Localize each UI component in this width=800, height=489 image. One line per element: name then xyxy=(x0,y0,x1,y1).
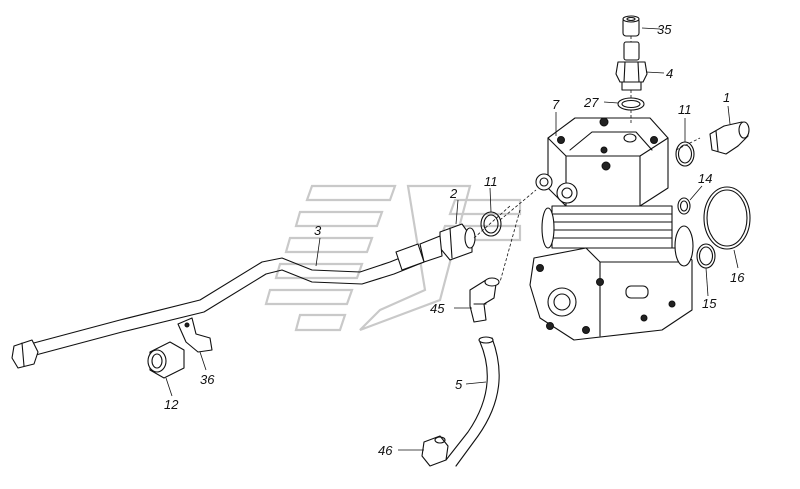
callout-11-middle: 11 xyxy=(484,174,498,189)
part-27-washer xyxy=(617,97,645,111)
part-35-cap xyxy=(622,15,640,37)
callout-12: 12 xyxy=(164,397,179,412)
callout-14: 14 xyxy=(698,171,712,186)
part-36-clamp xyxy=(177,317,213,353)
part-46-fitting xyxy=(421,435,449,467)
callout-7: 7 xyxy=(552,97,560,112)
part-16-gasket xyxy=(703,186,751,250)
callout-11-right: 11 xyxy=(678,102,692,117)
watermark-logo xyxy=(264,184,522,332)
callout-36: 36 xyxy=(200,372,215,387)
callout-35: 35 xyxy=(657,22,672,37)
callout-3: 3 xyxy=(314,223,322,238)
callout-15: 15 xyxy=(702,296,717,311)
callout-1: 1 xyxy=(723,90,730,105)
part-7-compressor xyxy=(529,117,694,341)
callout-4: 4 xyxy=(666,66,673,81)
callout-2: 2 xyxy=(449,186,458,201)
part-1-connector xyxy=(709,121,750,155)
part-5-hose xyxy=(445,336,500,467)
part-12-bushing xyxy=(147,341,185,379)
callout-46: 46 xyxy=(378,443,393,458)
part-15-ring xyxy=(696,243,716,269)
callout-45: 45 xyxy=(430,301,445,316)
callout-labels: 35 4 27 1 11 7 2 11 14 3 16 15 45 36 12 … xyxy=(164,22,745,458)
part-2-fitting xyxy=(419,223,476,263)
part-3-pipe xyxy=(11,243,425,369)
part-4-fitting xyxy=(615,41,648,91)
part-45-elbow xyxy=(469,277,500,323)
callout-5: 5 xyxy=(455,377,463,392)
callout-16: 16 xyxy=(730,270,745,285)
part-14-ring xyxy=(677,197,691,215)
leader-lines xyxy=(165,27,739,451)
part-11-oring-middle xyxy=(480,211,502,237)
callout-27: 27 xyxy=(583,95,599,110)
